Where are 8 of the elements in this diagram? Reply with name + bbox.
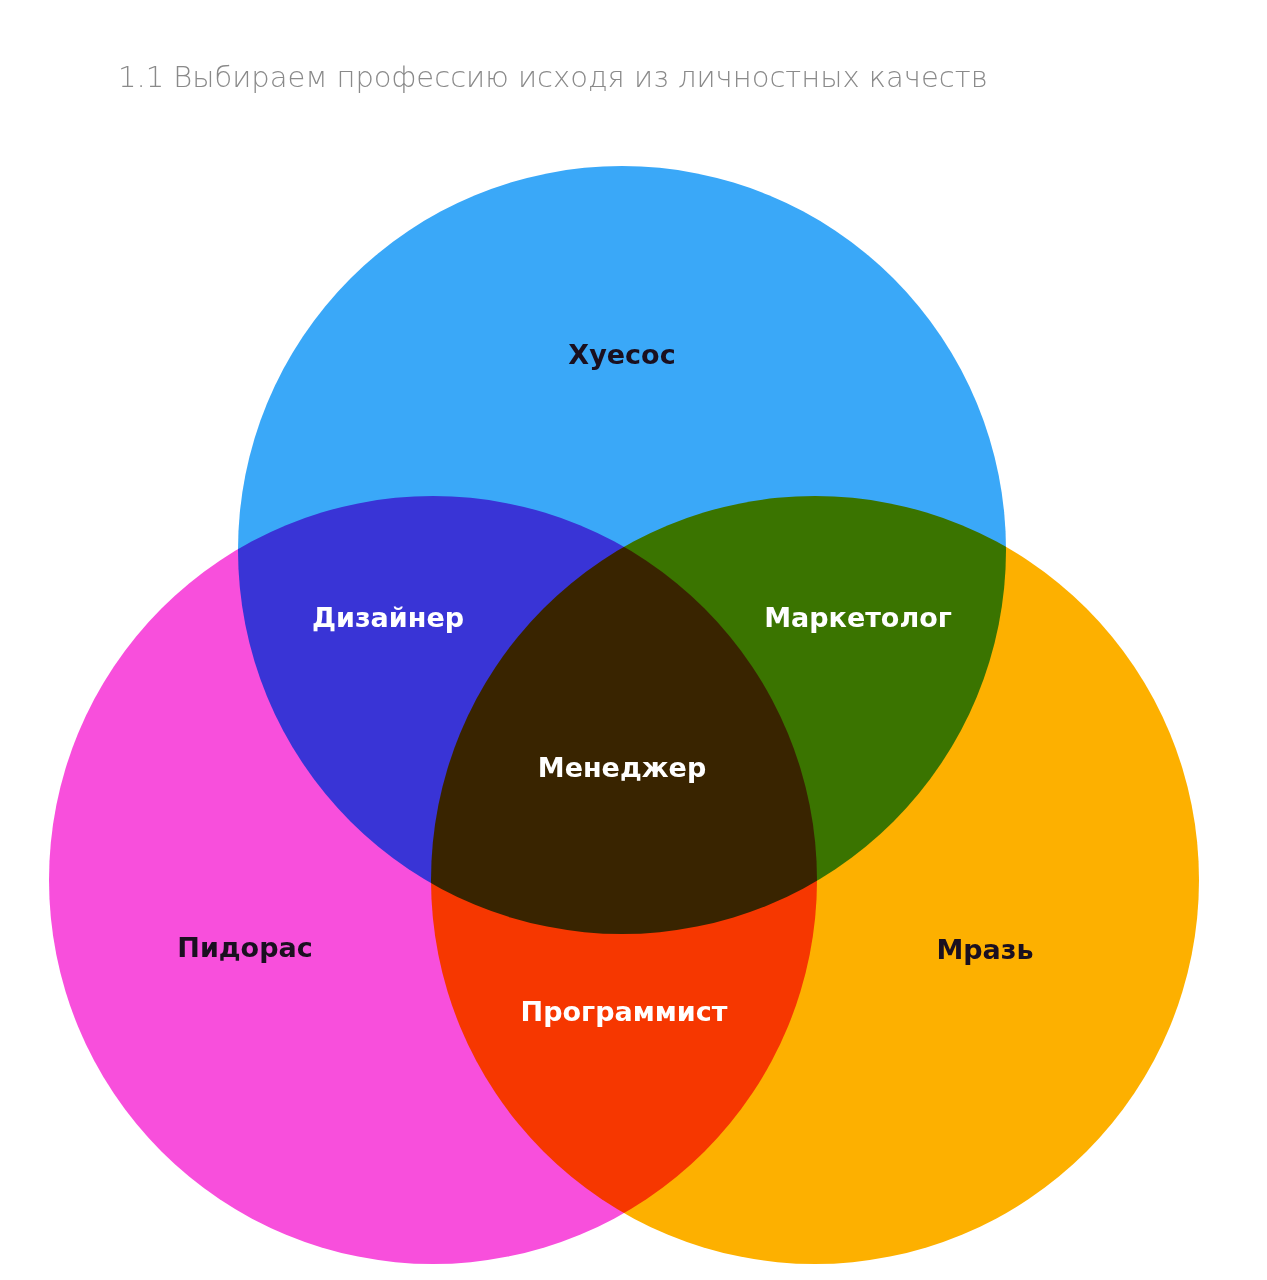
intersection-label: Маркетолог — [764, 600, 952, 635]
title: 1.1 Выбираем профессию исходя из личностных качеств — [118, 59, 988, 96]
intersection-label: Программист — [520, 994, 728, 1029]
intersection-label: Менеджер — [537, 750, 707, 785]
intersection-label: Дизайнер — [311, 600, 465, 635]
circle-label: Хуесос — [568, 337, 676, 372]
circle-label: Мразь — [936, 932, 1034, 967]
circle-label: Пидорас — [177, 930, 313, 965]
